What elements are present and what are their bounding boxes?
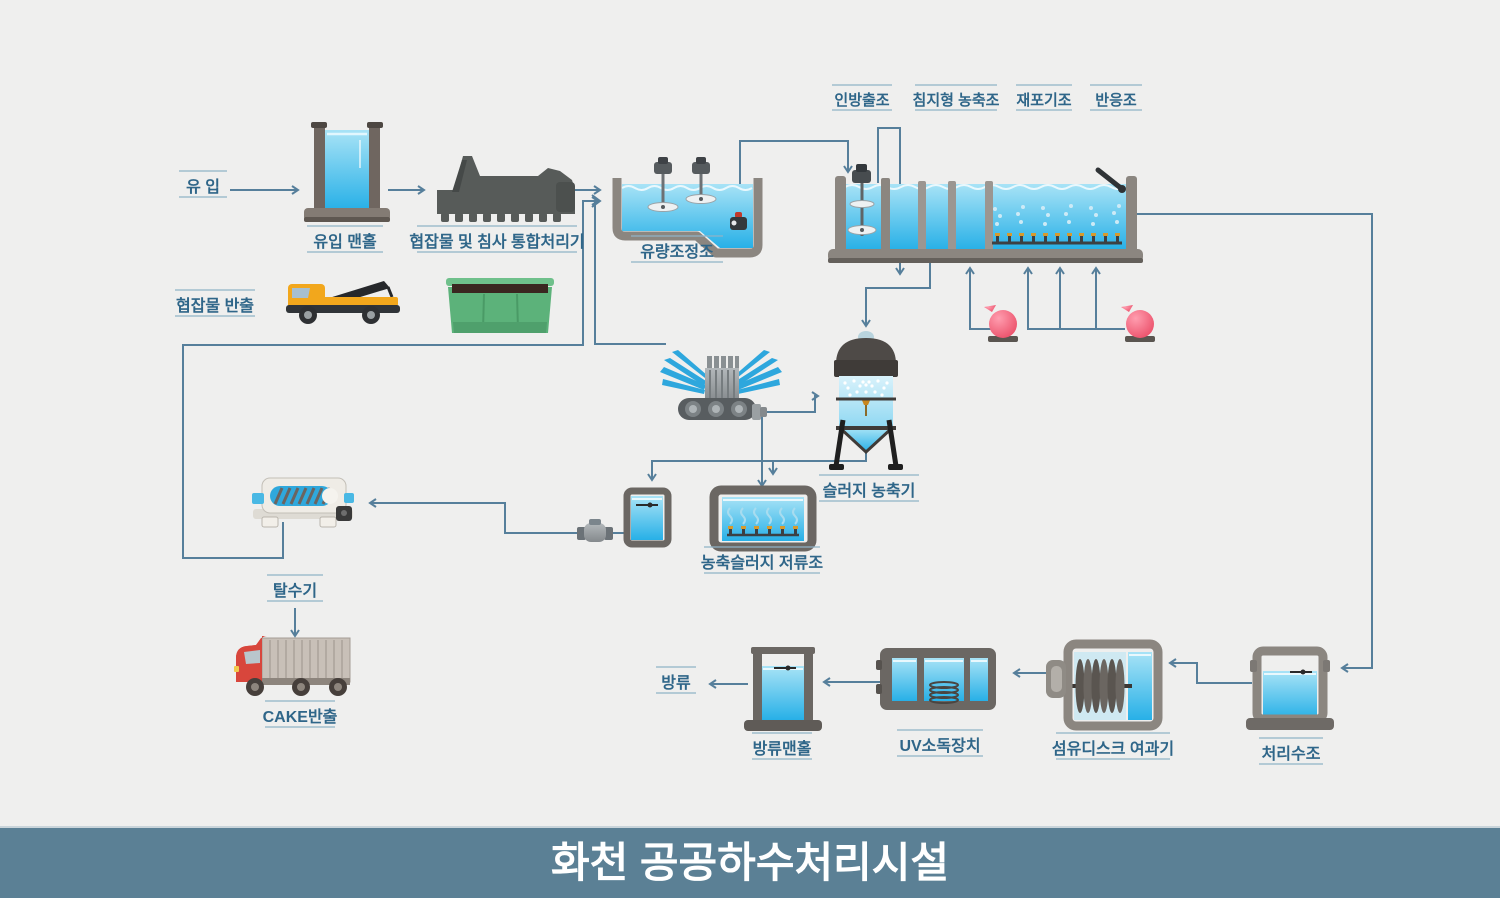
line-right-airpump-riser1 bbox=[1023, 266, 1125, 330]
label-cake-out: CAKE반출 bbox=[263, 700, 338, 728]
cake-truck bbox=[234, 636, 351, 696]
small-transfer-tank bbox=[623, 487, 672, 548]
label-reaeration-tank: 재포기조 bbox=[1016, 84, 1072, 111]
svg-text:협잡물 반출: 협잡물 반출 bbox=[176, 296, 254, 315]
svg-text:섬유디스크 여과기: 섬유디스크 여과기 bbox=[1052, 740, 1174, 758]
aeration-bubbles bbox=[993, 204, 1121, 226]
label-sludge-thickener: 슬러지 농축기 bbox=[819, 474, 919, 502]
label-discharge: 방류 bbox=[656, 666, 696, 694]
headlight bbox=[234, 666, 239, 672]
skimmer-pipe bbox=[1095, 167, 1125, 192]
treated-water-tank bbox=[1246, 646, 1334, 730]
svg-text:침지형 농축조: 침지형 농축조 bbox=[913, 92, 1000, 109]
manhole-water bbox=[325, 130, 369, 210]
svg-text:슬러지 농축기: 슬러지 농축기 bbox=[823, 482, 916, 500]
label-flow-equalization: 유량조정조 bbox=[631, 235, 723, 263]
chevron-eq-inlet2 bbox=[591, 194, 602, 208]
svg-text:방류맨홀: 방류맨홀 bbox=[753, 739, 812, 758]
label-p-release-tank: 인방출조 bbox=[832, 84, 892, 111]
spray-left bbox=[660, 350, 708, 394]
cab-window bbox=[244, 650, 260, 664]
air-pump-left bbox=[984, 305, 1018, 342]
submersible-pump bbox=[730, 212, 747, 230]
sludge-transfer-pump bbox=[577, 519, 613, 542]
storage-diffusers bbox=[727, 507, 799, 537]
svg-text:재포기조: 재포기조 bbox=[1016, 92, 1071, 109]
label-inflow: 유 입 bbox=[179, 170, 227, 198]
blower-rollers bbox=[685, 401, 747, 417]
line-eqpump-to-reactor bbox=[739, 140, 853, 212]
facility-title: 화천 공공하수처리시설 bbox=[551, 839, 949, 886]
line-reactor-to-treatedtank bbox=[1136, 213, 1373, 673]
disc-stack bbox=[1075, 659, 1125, 713]
turbo-blower bbox=[660, 350, 782, 420]
svg-text:유량조정조: 유량조정조 bbox=[640, 242, 714, 261]
thickened-sludge-storage-tank bbox=[709, 485, 817, 552]
title-banner: 화천 공공하수처리시설 bbox=[0, 826, 1500, 898]
label-dewaterer: 탈수기 bbox=[267, 574, 323, 602]
bioreactor-tank bbox=[828, 164, 1143, 263]
uv-coil bbox=[929, 681, 959, 704]
screen-teeth bbox=[441, 213, 561, 222]
svg-text:처리수조: 처리수조 bbox=[1262, 745, 1321, 763]
flow-lines bbox=[182, 127, 1373, 689]
line-thickener-underflow bbox=[647, 452, 867, 482]
discharge-manhole bbox=[744, 647, 822, 731]
reactor-mixer bbox=[847, 164, 877, 236]
label-uv-disinfection: UV소독장치 bbox=[897, 729, 983, 757]
spray-right bbox=[734, 350, 782, 394]
svg-text:반응조: 반응조 bbox=[1095, 92, 1137, 109]
svg-text:협잡물 및 침사 통합처리기: 협잡물 및 침사 통합처리기 bbox=[409, 232, 584, 251]
line-left-airpump-riser bbox=[965, 266, 991, 330]
uv-disinfection-unit bbox=[876, 648, 996, 710]
screen-grit-machine bbox=[437, 156, 575, 222]
label-discharge-manhole: 방류맨홀 bbox=[752, 732, 812, 760]
fiber-disc-filter bbox=[1046, 639, 1163, 731]
screenings-dumpster bbox=[446, 278, 554, 333]
line-pump-to-dewaterer bbox=[368, 498, 578, 534]
svg-text:CAKE반출: CAKE반출 bbox=[263, 708, 338, 726]
mixer-1 bbox=[647, 157, 679, 212]
svg-text:인방출조: 인방출조 bbox=[834, 91, 889, 109]
tow-wheels bbox=[299, 306, 380, 324]
equalization-water bbox=[622, 184, 753, 248]
line-blower-to-thickener bbox=[748, 391, 820, 413]
tow-window bbox=[292, 288, 310, 298]
thickener-bubbles bbox=[843, 379, 889, 397]
svg-text:유 입: 유 입 bbox=[186, 178, 220, 196]
line-filtrate-return-loop bbox=[182, 196, 600, 559]
line-reactor-to-thickener bbox=[861, 261, 931, 328]
svg-text:탈수기: 탈수기 bbox=[273, 582, 317, 600]
dewaterer-screw-press bbox=[252, 477, 354, 528]
svg-text:UV소독장치: UV소독장치 bbox=[899, 737, 980, 755]
label-thickened-sludge-storage: 농축슬러지 저류조 bbox=[701, 546, 823, 574]
sludge-thickener bbox=[829, 331, 903, 470]
label-screenings-out: 협잡물 반출 bbox=[175, 289, 255, 317]
air-pump-right bbox=[1121, 305, 1155, 342]
label-reaction-tank: 반응조 bbox=[1090, 84, 1142, 111]
svg-text:유입 맨홀: 유입 맨홀 bbox=[313, 232, 377, 251]
truck-wheels bbox=[246, 678, 347, 696]
svg-text:농축슬러지 저류조: 농축슬러지 저류조 bbox=[701, 554, 823, 572]
storage-water bbox=[722, 497, 804, 541]
diffuser-grid bbox=[992, 204, 1122, 245]
mixer-2 bbox=[685, 157, 717, 204]
label-integrated-screen: 협잡물 및 침사 통합처리기 bbox=[409, 225, 585, 253]
label-submerged-thickener: 침지형 농축조 bbox=[913, 84, 1000, 111]
label-fiber-disc-filter: 섬유디스크 여과기 bbox=[1052, 732, 1174, 760]
line-treatedtank-to-filter bbox=[1168, 658, 1252, 684]
label-inflow-manhole: 유입 맨홀 bbox=[307, 225, 383, 253]
svg-text:방류: 방류 bbox=[661, 674, 691, 692]
label-treated-water-tank: 처리수조 bbox=[1259, 737, 1323, 765]
flow-equalization-tank bbox=[612, 157, 763, 258]
line-branch-to-blower bbox=[594, 201, 666, 345]
inflow-manhole bbox=[304, 122, 390, 222]
screenings-tow-truck bbox=[286, 281, 400, 324]
